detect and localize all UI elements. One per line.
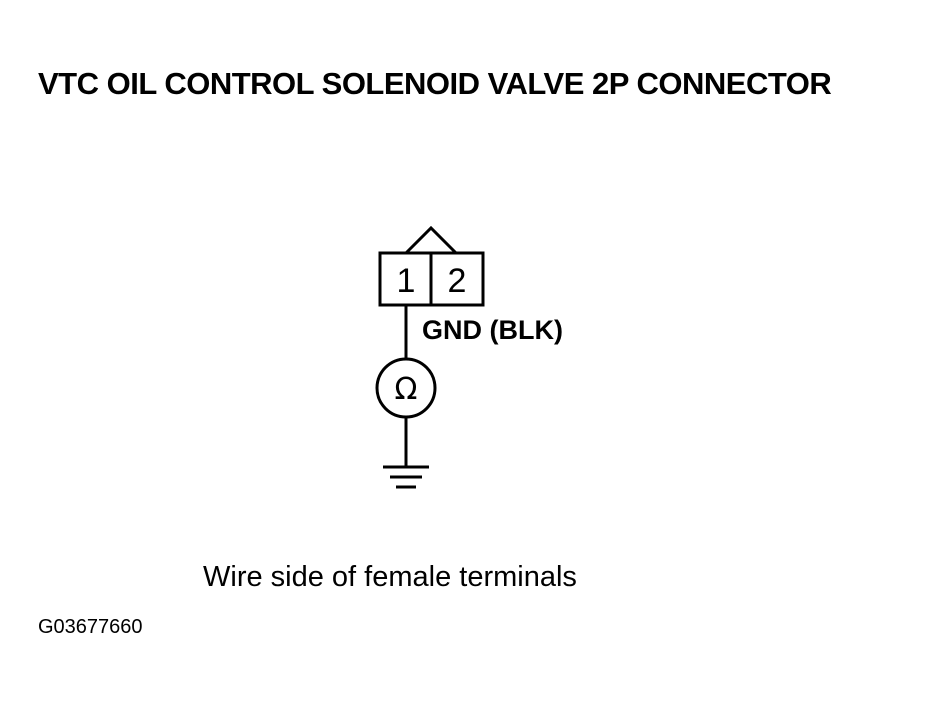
terminal-1-label: 1	[397, 262, 416, 300]
connector-body	[378, 251, 485, 307]
wire-label: GND (BLK)	[422, 315, 563, 345]
ohmmeter-icon: Ω	[375, 357, 437, 419]
ground-icon	[383, 465, 429, 489]
terminal-2-label: 2	[448, 262, 467, 300]
diagram-caption: Wire side of female terminals	[203, 561, 577, 593]
ohm-symbol: Ω	[395, 372, 418, 407]
connector-lock-tab-icon	[404, 225, 458, 255]
diagram-title: VTC OIL CONTROL SOLENOID VALVE 2P CONNEC…	[38, 66, 832, 101]
figure-id: G03677660	[38, 616, 143, 638]
